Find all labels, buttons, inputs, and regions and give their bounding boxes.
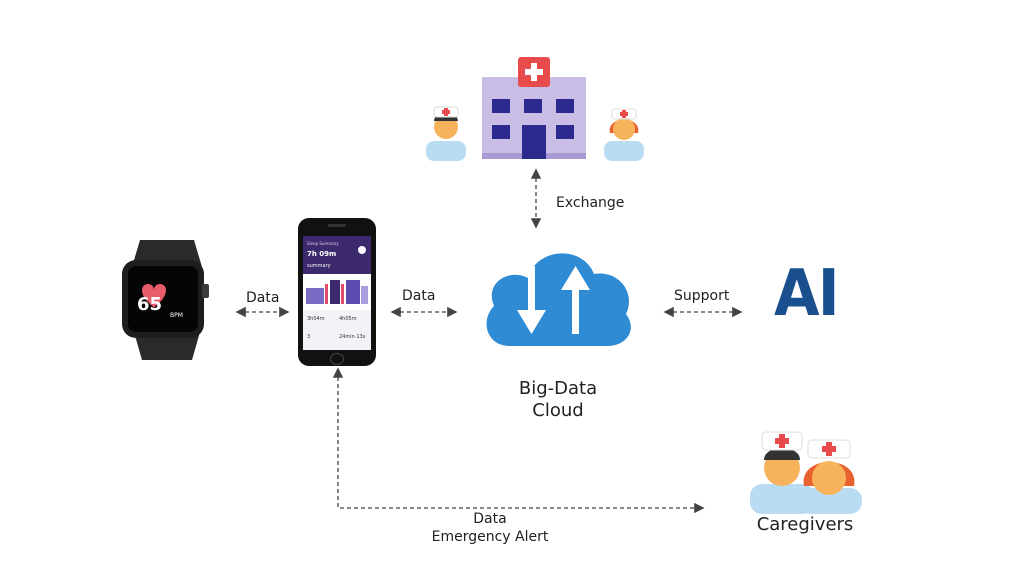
cloud-label-line1: Big-Data <box>518 378 598 399</box>
stat-3: 3 <box>307 334 311 340</box>
moon-icon <box>358 246 366 254</box>
phone-home-button <box>330 353 344 365</box>
stat-2: 4h05m <box>339 316 357 322</box>
caregivers-illustration <box>750 431 862 514</box>
hospital <box>420 55 650 167</box>
sleep-time-value: 7h 09m <box>307 250 337 258</box>
cloud-icon <box>486 253 631 346</box>
edge-label-watch-phone: Data <box>246 290 280 306</box>
stat-grid: 3h04m 4h05m 3 24min 13s <box>303 310 371 350</box>
edge-label-phone-caregivers: Data Emergency Alert <box>420 510 560 546</box>
edge-label-phone-cloud: Data <box>402 288 436 304</box>
big-data-cloud <box>480 240 636 348</box>
smartwatch: 65 BPM <box>112 232 222 362</box>
stat-4: 24min 13s <box>339 334 366 340</box>
smartphone: Sleep Summary 7h 09m summary 3h04m 4h05m… <box>298 218 376 366</box>
caregivers-label: Caregivers <box>756 514 854 535</box>
edge-label-data: Data <box>473 511 507 527</box>
phone-app-header: Sleep Summary 7h 09m summary <box>303 236 371 274</box>
phone-screen: Sleep Summary 7h 09m summary 3h04m 4h05m… <box>303 236 371 350</box>
cloud-label-line2: Cloud <box>532 400 584 421</box>
cloud-label: Big-Data Cloud <box>488 378 628 422</box>
edge-label-support: Support <box>674 288 730 304</box>
sleep-graph <box>303 274 371 310</box>
phone-speaker <box>328 224 346 227</box>
caregivers-icon <box>748 428 864 514</box>
edge-label-emergency: Emergency Alert <box>431 529 549 545</box>
arrow-phone-caregivers <box>332 367 705 514</box>
stat-1: 3h04m <box>307 316 325 322</box>
hospital-icon <box>426 57 644 161</box>
bpm-unit: BPM <box>170 312 183 319</box>
bpm-value: 65 <box>137 294 163 315</box>
app-top-text: Sleep Summary <box>307 241 339 246</box>
ai-logo: AI <box>774 257 840 331</box>
smartwatch-icon <box>122 240 209 360</box>
edge-label-exchange: Exchange <box>556 195 625 211</box>
summary-label: summary <box>307 263 331 269</box>
